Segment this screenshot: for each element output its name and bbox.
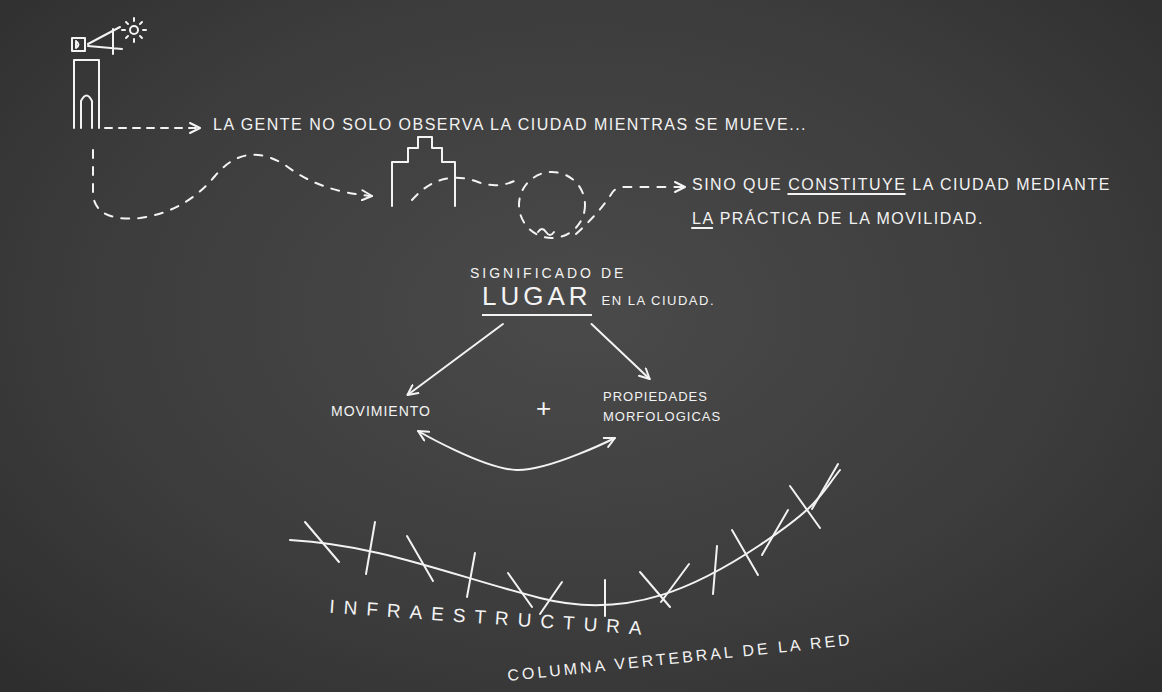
- arrow-connector: [418, 431, 615, 470]
- dashed-arrow: [105, 127, 200, 129]
- concept-node: MOVIMIENTO: [328, 400, 434, 422]
- squiggle: [538, 229, 554, 235]
- concept-node: SIGNIFICADO DELUGAR EN LA CIUDAD.: [465, 262, 718, 319]
- cross-stroke: [790, 486, 820, 528]
- concept-text: LUGAR: [482, 281, 592, 316]
- word-underline: [788, 193, 905, 195]
- note-text: +: [536, 393, 551, 424]
- note-text: INFRAESTRUCTURA: [329, 596, 652, 640]
- sun-rays: [122, 18, 146, 42]
- note-text: LA GENTE NO SOLO OBSERVA LA CIUDAD MIENT…: [213, 116, 807, 134]
- concept-text: SIGNIFICADO DE: [470, 265, 715, 281]
- dashed-path: [93, 150, 372, 219]
- dashed-loop: [519, 172, 585, 238]
- cross-stroke: [732, 530, 758, 575]
- sight-lines: [88, 27, 122, 54]
- cross-stroke: [661, 564, 689, 602]
- cross-stroke: [467, 553, 475, 597]
- cross-stroke: [713, 546, 717, 594]
- person-head: [72, 38, 85, 51]
- person-face: [76, 41, 79, 48]
- arrow-connector: [407, 324, 502, 395]
- cross-stroke: [305, 522, 339, 562]
- word-underline: [692, 227, 712, 229]
- concept-text: EN LA CIUDAD.: [602, 293, 715, 308]
- dashed-path: [412, 178, 520, 200]
- cross-stroke: [540, 582, 562, 614]
- person-body: [74, 60, 99, 128]
- cross-stroke: [508, 573, 532, 607]
- cross-stroke: [366, 522, 375, 574]
- cross-stroke: [812, 464, 838, 509]
- cross-stroke: [640, 572, 670, 607]
- cross-stroke: [762, 510, 788, 555]
- concept-text: PROPIEDADES MORFOLOGICAS: [603, 387, 721, 426]
- building-symbol: [392, 137, 455, 206]
- network-spine: [290, 470, 840, 605]
- cross-stroke: [407, 536, 433, 581]
- person-legs: [81, 96, 92, 129]
- dashed-arrow: [576, 187, 685, 234]
- sun-symbol: [130, 26, 138, 34]
- note-text: COLUMNA VERTEBRAL DE LA RED: [507, 631, 854, 685]
- note-text: SINO QUE CONSTITUYE LA CIUDAD MEDIANTE L…: [692, 168, 1132, 236]
- concept-text: MOVIMIENTO: [331, 403, 431, 419]
- cross-stroke: [604, 580, 606, 616]
- sketch: [72, 18, 840, 616]
- concept-node: PROPIEDADES MORFOLOGICAS: [600, 384, 724, 429]
- arrow-connector: [592, 324, 650, 379]
